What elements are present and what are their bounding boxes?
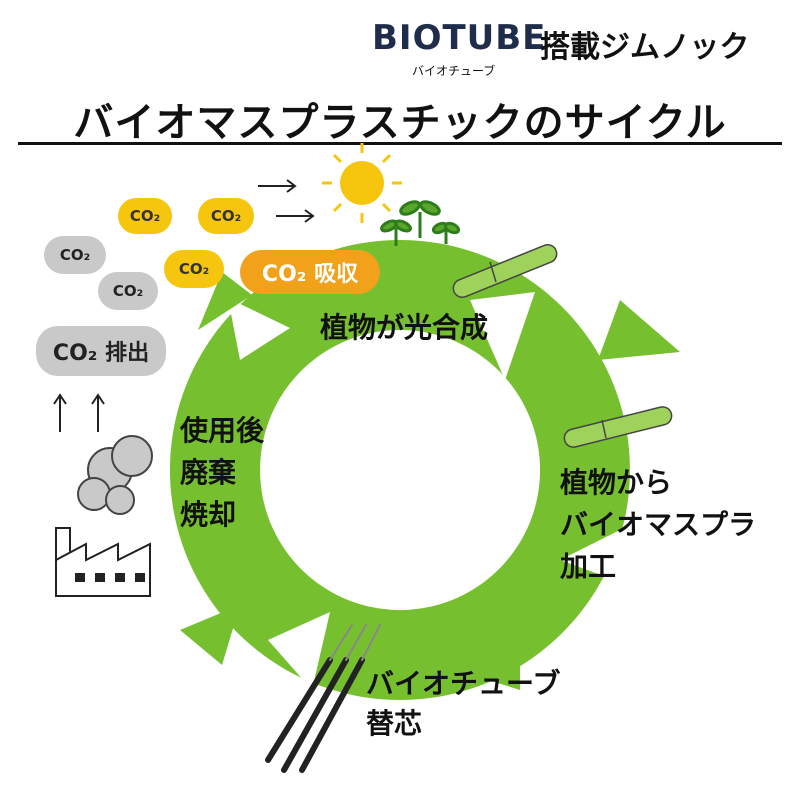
cycle-ring <box>169 240 680 701</box>
sun-icon <box>322 143 402 223</box>
brand-kana: バイオチューブ <box>412 64 496 78</box>
flow-arrows-top <box>258 179 315 223</box>
sprout-icon <box>380 200 461 246</box>
sugarcane-icon-top <box>452 244 558 298</box>
brand-suffix: 搭載ジムノック <box>540 30 750 65</box>
co2-cloud: CO₂ <box>164 250 224 288</box>
co2-absorb-cloud: CO₂ 吸収 <box>240 250 380 294</box>
step-refill-line: 替芯 <box>366 707 423 740</box>
co2-cloud: CO₂ <box>198 198 254 234</box>
factory-icon <box>55 527 151 597</box>
step-refill-line: バイオチューブ <box>366 667 561 700</box>
flow-arrows-up <box>53 393 105 432</box>
step-processing-line: 植物から <box>560 466 673 499</box>
smoke-cloud-icon <box>77 435 153 515</box>
co2-cloud: CO₂ <box>44 236 106 274</box>
step-disposal: 使用後 廃棄 焼却 <box>180 410 264 536</box>
co2-cloud: CO₂ <box>98 272 158 310</box>
step-processing-line: 加工 <box>560 550 617 583</box>
co2-cloud: CO₂ <box>118 198 172 234</box>
step-disposal-line: 焼却 <box>180 498 237 531</box>
step-processing: 植物から バイオマスプラ 加工 <box>560 462 756 588</box>
co2-emit-cloud: CO₂ 排出 <box>36 326 166 376</box>
step-disposal-line: 廃棄 <box>180 456 237 489</box>
step-refill: バイオチューブ 替芯 <box>366 664 560 744</box>
refill-icon <box>265 624 381 773</box>
step-photosynthesis: 植物が光合成 <box>320 311 489 344</box>
title-rule <box>18 142 782 145</box>
brand-header: BIOTUBE 搭載ジムノック バイオチューブ <box>372 18 782 78</box>
brand-logo: BIOTUBE <box>372 18 547 58</box>
step-disposal-line: 使用後 <box>180 414 265 447</box>
step-processing-line: バイオマスプラ <box>560 508 757 541</box>
sugarcane-icon-right <box>563 406 673 448</box>
page-title: バイオマスプラスチックのサイクル <box>73 100 727 146</box>
